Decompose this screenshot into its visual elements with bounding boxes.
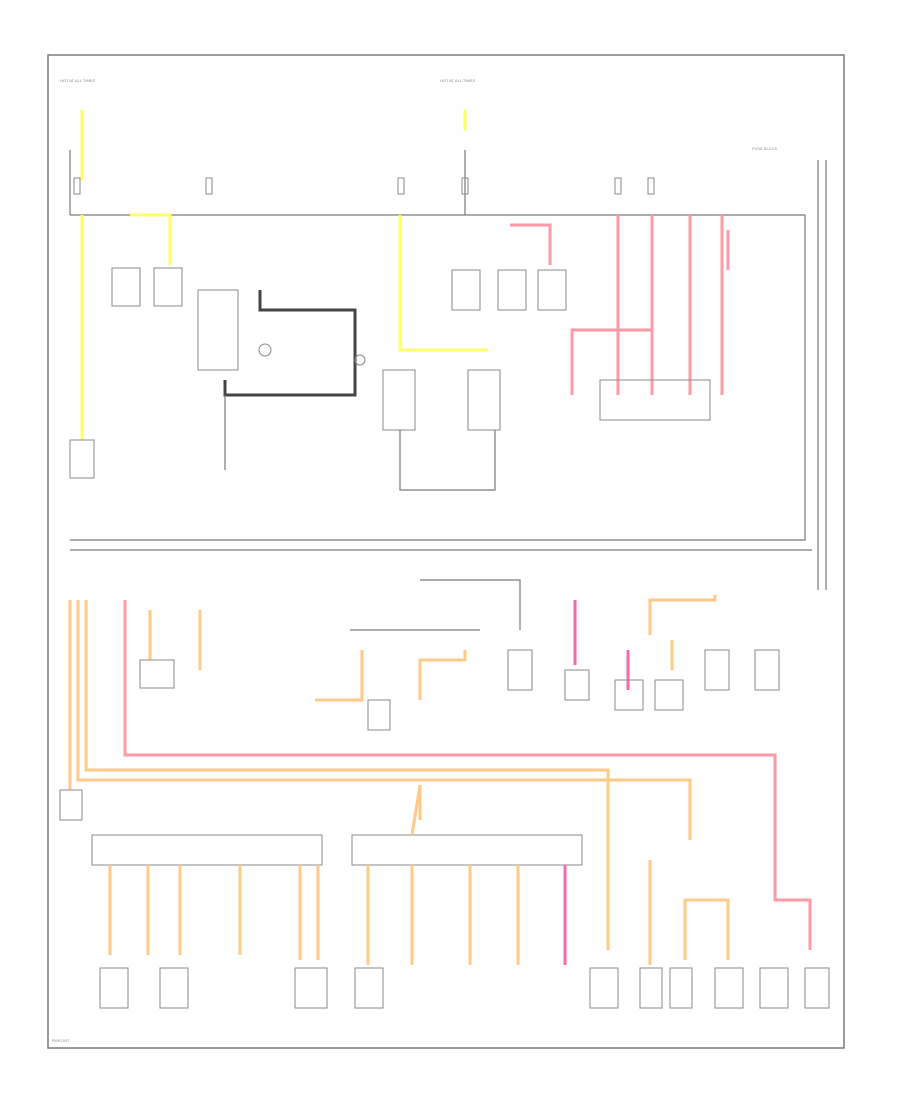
bottom-splice-blocks (91, 834, 583, 866)
right-feed (817, 160, 827, 590)
bottom-corner-label: PWR DIST (52, 1039, 70, 1043)
center-yellow-circuit (382, 110, 501, 491)
hot-label-left: HOT AT ALL TIMES (60, 78, 95, 83)
bottom-branches (108, 784, 730, 965)
pink-circuits-top (451, 215, 730, 421)
lower-center-circuits (315, 579, 780, 731)
relay-loop (197, 289, 366, 470)
hot-label-center: HOT AT ALL TIMES (440, 78, 475, 83)
diagram-frame (47, 54, 845, 1049)
bottom-components (99, 967, 830, 1009)
battery-icon (69, 439, 95, 479)
upper-fuse-bus (69, 150, 806, 541)
fuse-block-label: FUSE BLOCK (752, 146, 778, 151)
left-bundle (59, 600, 812, 950)
left-yellow-circuit (69, 110, 183, 479)
upper-fuses (73, 177, 655, 195)
